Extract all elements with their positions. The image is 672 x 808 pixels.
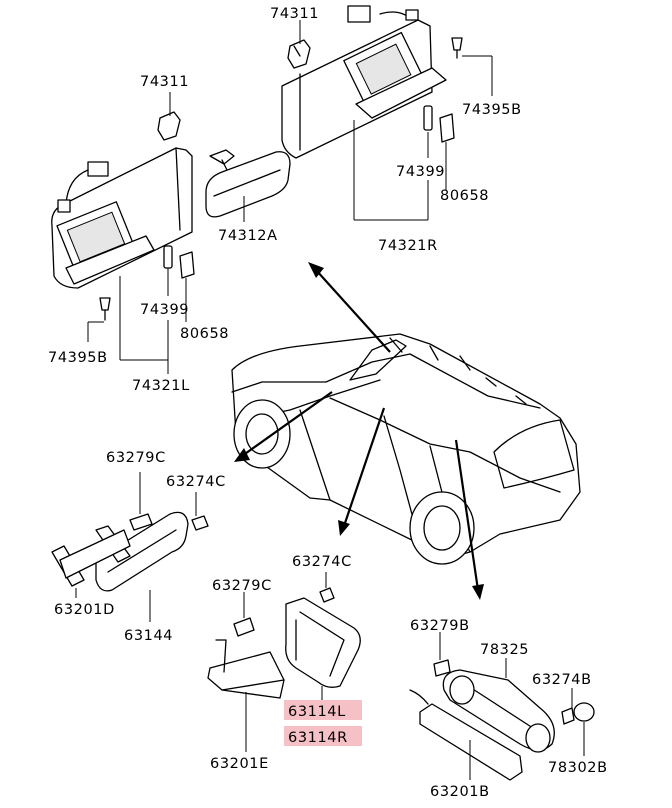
grip-cap-left[interactable] bbox=[191, 515, 209, 531]
visor-connector-left bbox=[57, 161, 109, 213]
visor-screw-right[interactable] bbox=[451, 37, 463, 59]
highlight-63114r bbox=[284, 726, 362, 746]
label-74321r[interactable]: 74321R bbox=[378, 238, 438, 254]
visor-cap-left[interactable] bbox=[179, 251, 195, 279]
grip-bracket-right[interactable] bbox=[409, 689, 523, 781]
label-63201e[interactable]: 63201E bbox=[210, 756, 269, 772]
visor-clip-left[interactable] bbox=[157, 111, 181, 141]
label-63279c-center[interactable]: 63279C bbox=[212, 578, 272, 594]
grip-cover-right[interactable] bbox=[573, 702, 595, 722]
label-63279c-left[interactable]: 63279C bbox=[106, 450, 166, 466]
visor-pin-right[interactable] bbox=[423, 105, 433, 131]
label-74395b-right[interactable]: 74395B bbox=[462, 102, 522, 118]
visor-screw-left[interactable] bbox=[99, 297, 111, 321]
label-63114l[interactable]: 63114L bbox=[288, 704, 346, 720]
grip-screw-right[interactable] bbox=[433, 659, 451, 677]
label-63201b[interactable]: 63201B bbox=[430, 784, 490, 800]
assist-grip-left[interactable] bbox=[95, 511, 189, 592]
assist-grip-center[interactable] bbox=[285, 597, 361, 688]
assist-grip-right[interactable] bbox=[442, 669, 555, 753]
visor-clip-right[interactable] bbox=[287, 39, 311, 69]
label-78302b[interactable]: 78302B bbox=[548, 760, 608, 776]
visor-cap-right[interactable] bbox=[439, 113, 455, 143]
label-74321l[interactable]: 74321L bbox=[132, 378, 190, 394]
sun-visor-right[interactable] bbox=[281, 19, 447, 159]
label-63279b[interactable]: 63279B bbox=[410, 618, 470, 634]
label-63144[interactable]: 63144 bbox=[124, 628, 173, 644]
label-74399-left[interactable]: 74399 bbox=[140, 302, 189, 318]
grip-cap-right[interactable] bbox=[561, 707, 575, 725]
label-74311-right[interactable]: 74311 bbox=[270, 6, 319, 22]
grip-screw-center[interactable] bbox=[233, 617, 255, 637]
pointer-arrows bbox=[234, 262, 484, 600]
label-74399-right[interactable]: 74399 bbox=[396, 164, 445, 180]
label-74311-left[interactable]: 74311 bbox=[140, 74, 189, 90]
label-74395b-left[interactable]: 74395B bbox=[48, 350, 108, 366]
label-63114r[interactable]: 63114R bbox=[288, 730, 348, 746]
label-63274c-center[interactable]: 63274C bbox=[292, 554, 352, 570]
grip-bracket-left[interactable] bbox=[51, 525, 131, 587]
grip-bracket-center[interactable] bbox=[207, 639, 285, 699]
label-80658-right[interactable]: 80658 bbox=[440, 188, 489, 204]
label-78325[interactable]: 78325 bbox=[480, 642, 529, 658]
grip-screw-left[interactable] bbox=[129, 513, 153, 531]
visor-connector-right bbox=[347, 5, 419, 23]
label-80658-left[interactable]: 80658 bbox=[180, 326, 229, 342]
sun-visor-left[interactable] bbox=[51, 147, 193, 289]
label-63274c-left[interactable]: 63274C bbox=[166, 474, 226, 490]
visor-pin-left[interactable] bbox=[163, 245, 173, 269]
highlight-63114l bbox=[284, 700, 362, 720]
label-63201d[interactable]: 63201D bbox=[54, 602, 115, 618]
label-74312a[interactable]: 74312A bbox=[218, 228, 278, 244]
grip-cap-center[interactable] bbox=[319, 587, 335, 603]
label-63274b[interactable]: 63274B bbox=[532, 672, 592, 688]
rear-view-mirror[interactable] bbox=[205, 149, 291, 218]
leader-lines bbox=[75, 20, 585, 780]
vehicle-body bbox=[231, 333, 581, 565]
